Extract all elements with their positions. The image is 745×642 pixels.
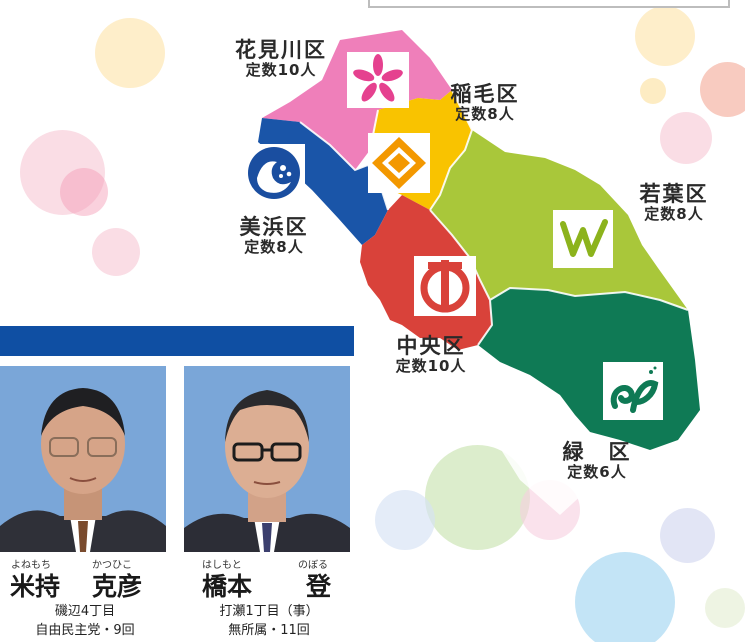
member-card-hashimoto: はしもと のぼる 橋本 登 打瀬1丁目（事） 無所属・11回 [184,556,354,642]
wave-emblem-icon [243,144,305,202]
decor-bubble [375,490,435,550]
member-affiliation: 自由民主党・9回 [35,623,135,638]
ward-name: 美浜区 [239,215,309,239]
member-given-name: 登 [306,572,332,601]
ward-seats: 定数10人 [245,61,317,80]
ward-seats: 定数6人 [567,463,627,482]
member-card-yonemochi: よねもち かつひこ 米持 克彦 磯辺4丁目 自由民主党・9回 [0,556,170,642]
decor-bubble [700,62,745,117]
ward-seats: 定数8人 [644,205,704,224]
member-family-name: 橋本 [202,572,253,601]
ward-label-hanamigawa: 花見川区 定数10人 [222,38,340,79]
ward-label-wakaba: 若葉区 定数8人 [622,182,726,223]
member-address: 磯辺4丁目 [54,604,116,619]
ward-label-chuo: 中央区 定数10人 [372,334,490,375]
circle-emblem-icon [414,256,476,316]
ward-name: 稲毛区 [450,82,520,106]
ward-label-inage: 稲毛区 定数8人 [430,82,540,123]
member-photo-yonemochi [0,366,166,552]
member-photo-hashimoto [184,366,350,552]
ward-label-midori: 緑 区 定数6人 [545,440,649,481]
decor-bubble [20,130,105,215]
ward-name: 花見川区 [235,38,327,62]
member-address: 打瀬1丁目（事） [219,604,319,619]
ward-name: 若葉区 [639,182,709,206]
member-given-name: 克彦 [92,572,143,601]
decor-bubble [95,18,165,88]
ward-seats: 定数8人 [455,105,515,124]
diamond-emblem-icon [368,133,430,193]
ward-seats: 定数10人 [395,357,467,376]
name-reading-given: のぼる [298,560,328,571]
member-family-name: 米持 [10,572,61,601]
decor-bubble [575,552,675,642]
decor-bubble [60,168,108,216]
name-reading-given: かつひこ [92,560,132,571]
decor-bubble [640,78,666,104]
name-reading-family: よねもち [11,560,51,571]
ward-name: 緑 区 [562,440,632,464]
section-bar [0,326,354,356]
ward-seats: 定数8人 [244,238,304,257]
ward-label-mihama: 美浜区 定数8人 [224,215,324,256]
decor-bubble [635,6,695,66]
decor-bubble [705,588,745,628]
leaf-emblem-icon [553,210,613,268]
member-affiliation: 無所属・11回 [228,623,310,638]
sprout-emblem-icon [603,362,663,420]
header-box [368,0,730,8]
decor-bubble [92,228,140,276]
name-reading-family: はしもと [202,560,242,571]
flower-emblem-icon [347,52,409,108]
decor-bubble [660,112,712,164]
decor-bubble [660,508,715,563]
ward-name: 中央区 [396,334,466,358]
